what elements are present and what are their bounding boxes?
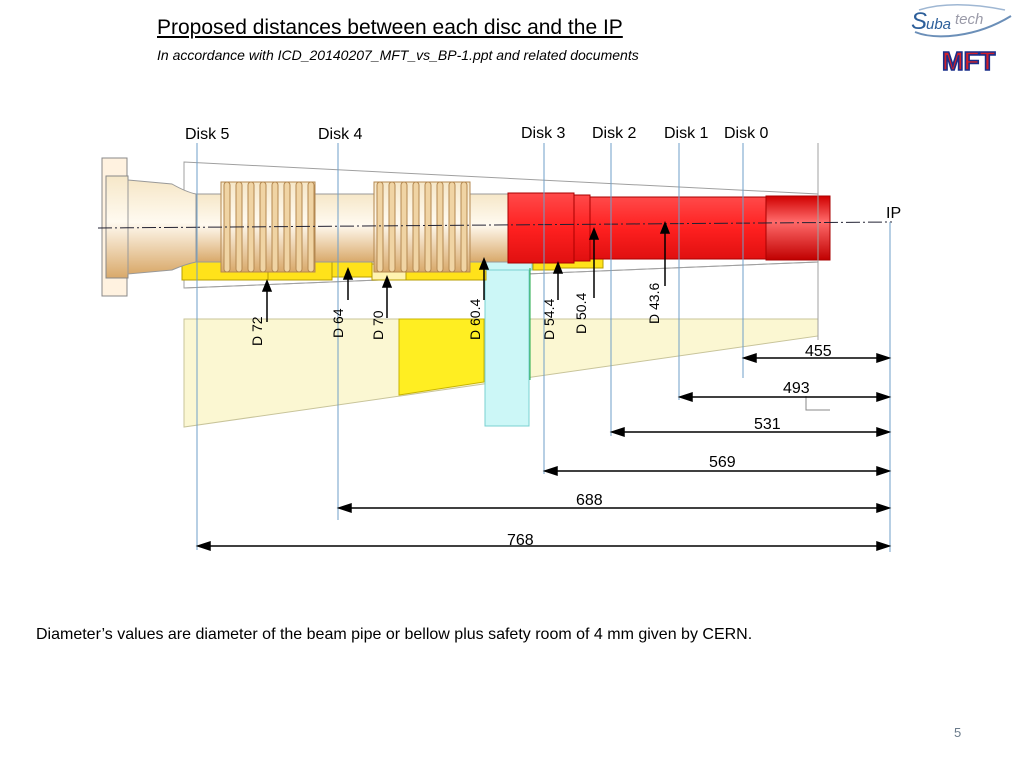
leader-493 [805, 396, 830, 411]
red-pipe-segment-2 [573, 194, 591, 262]
mft-logo-text: MFT [942, 46, 996, 74]
diameter-label-d64: D 64 [330, 308, 346, 338]
page-number: 5 [954, 725, 962, 740]
subatech-logo: S uba tech [911, 4, 1012, 38]
distance-label-493: 493 [783, 380, 810, 397]
diameter-arrows [261, 220, 671, 322]
mft-logo: MFT [941, 45, 996, 74]
disk-label-3: Disk 3 [521, 125, 566, 142]
disk-label-1: Disk 1 [664, 125, 709, 142]
distance-arrows [195, 352, 892, 552]
diameter-label-d54-4: D 54.4 [541, 299, 557, 340]
disk-label-4: Disk 4 [318, 126, 363, 143]
ip-label: IP [886, 205, 901, 222]
page-title: Proposed distances between each disc and… [157, 16, 623, 39]
distance-label-688: 688 [576, 492, 603, 509]
beam-axis [97, 221, 893, 229]
diameter-label-d60-4: D 60.4 [467, 299, 483, 340]
diameter-label-d50-4: D 50.4 [573, 293, 589, 334]
support-block-yellow [398, 318, 485, 396]
footer-note: Diameter’s values are diameter of the be… [36, 626, 753, 643]
bellow-2 [373, 181, 471, 273]
disk-label-5: Disk 5 [185, 126, 230, 143]
subatech-logo-initial: S [911, 8, 927, 35]
red-pipe-segment-1 [507, 192, 575, 264]
disk-label-0: Disk 0 [724, 125, 769, 142]
distance-label-455: 455 [805, 343, 832, 360]
diameter-label-d43-6: D 43.6 [646, 283, 662, 324]
diameter-label-d72: D 72 [249, 316, 265, 346]
disk-label-2: Disk 2 [592, 125, 637, 142]
diameter-label-d70: D 70 [370, 310, 386, 340]
subatech-logo-end: tech [955, 11, 983, 28]
pipe-cone [127, 179, 197, 275]
support-block-cyan [484, 261, 530, 427]
page-subtitle: In accordance with ICD_20140207_MFT_vs_B… [157, 47, 639, 63]
distance-label-768: 768 [507, 532, 534, 549]
distance-label-569: 569 [709, 454, 736, 471]
red-pipe-segment-end [765, 195, 831, 261]
distance-label-531: 531 [754, 416, 781, 433]
pipe-flange-neck [105, 175, 129, 279]
subatech-logo-middle: uba [926, 16, 951, 33]
